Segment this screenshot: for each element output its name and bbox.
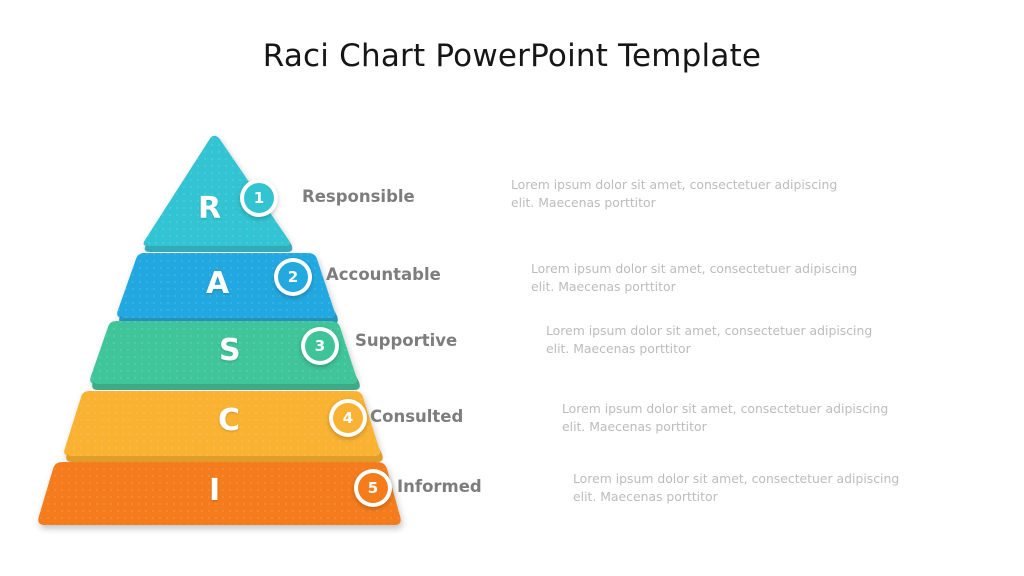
tier-label-supportive: Supportive: [355, 331, 458, 350]
tier-description-accountable: Lorem ipsum dolor sit amet, consectetuer…: [531, 261, 858, 294]
tier-badge-2-number: 2: [278, 262, 308, 292]
tier-badge-5[interactable]: 5: [354, 469, 392, 507]
tier-badge-4[interactable]: 4: [329, 399, 367, 437]
slide-title: Raci Chart PowerPoint Template: [262, 38, 762, 74]
tier-description-consulted: Lorem ipsum dolor sit amet, consectetuer…: [562, 401, 889, 434]
pyramid-tier-responsible[interactable]: R: [140, 135, 320, 256]
pyramid-tier-informed[interactable]: I: [32, 460, 432, 545]
tier-description-supportive: Lorem ipsum dolor sit amet, consectetuer…: [546, 323, 873, 356]
tier-badge-1-number: 1: [244, 183, 274, 213]
tier-badge-2[interactable]: 2: [274, 258, 312, 296]
tier-badge-1[interactable]: 1: [240, 179, 278, 217]
tier-description-responsible: Lorem ipsum dolor sit amet, consectetuer…: [511, 177, 838, 210]
tier-description-informed: Lorem ipsum dolor sit amet, consectetuer…: [573, 471, 900, 504]
tier-badge-3-number: 3: [305, 331, 335, 361]
tier-badge-4-number: 4: [333, 403, 363, 433]
tier-label-responsible: Responsible: [302, 187, 415, 206]
tier-label-informed: Informed: [397, 477, 482, 496]
tier-badge-5-number: 5: [358, 473, 388, 503]
tier-label-consulted: Consulted: [370, 407, 464, 426]
pyramid-tier-accountable[interactable]: A: [110, 252, 350, 330]
tier-badge-3[interactable]: 3: [301, 327, 339, 365]
raci-pyramid: R A: [32, 135, 482, 545]
tier-label-accountable: Accountable: [326, 265, 441, 284]
